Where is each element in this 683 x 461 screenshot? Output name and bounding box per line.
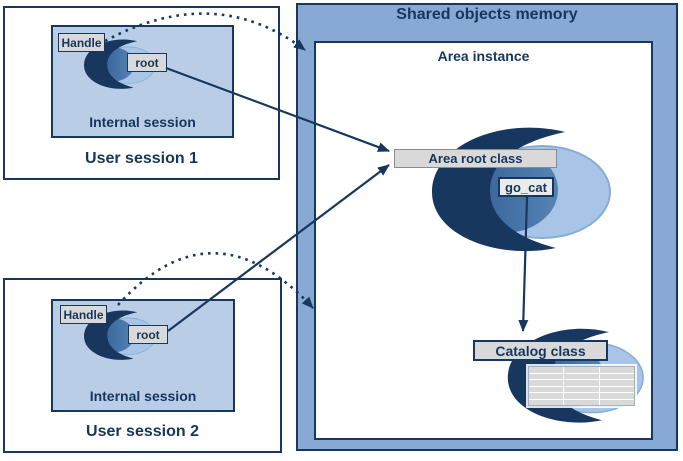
root-2-label: root [128, 325, 168, 344]
go-cat-label: go_cat [498, 177, 554, 197]
area-root-class-label: Area root class [394, 149, 557, 168]
table-cell [564, 367, 599, 373]
table-cell [529, 367, 564, 373]
handle-2-label: Handle [60, 305, 107, 324]
table-cell [599, 393, 634, 399]
table-cell [564, 393, 599, 399]
table-cell [599, 386, 634, 392]
table-cell [564, 386, 599, 392]
user-session-1-title: User session 1 [85, 150, 198, 167]
table-cell [564, 373, 599, 379]
catalog-table-icon [528, 366, 635, 406]
table-cell [529, 399, 564, 405]
table-cell [529, 380, 564, 386]
table-cell [529, 373, 564, 379]
shared-memory-title: Shared objects memory [396, 6, 578, 23]
table-cell [599, 380, 634, 386]
area-instance-title: Area instance [437, 48, 530, 64]
handle-1-label: Handle [58, 33, 105, 52]
root-1-label: root [127, 53, 167, 72]
user-session-2-title: User session 2 [86, 423, 199, 440]
table-cell [599, 373, 634, 379]
table-cell [599, 367, 634, 373]
table-cell [599, 399, 634, 405]
table-cell [529, 393, 564, 399]
table-cell [529, 386, 564, 392]
table-cell [564, 399, 599, 405]
catalog-class-label: Catalog class [473, 340, 608, 361]
internal-session-2-title: Internal session [89, 388, 197, 404]
table-cell [564, 380, 599, 386]
internal-session-1-title: Internal session [89, 114, 196, 130]
